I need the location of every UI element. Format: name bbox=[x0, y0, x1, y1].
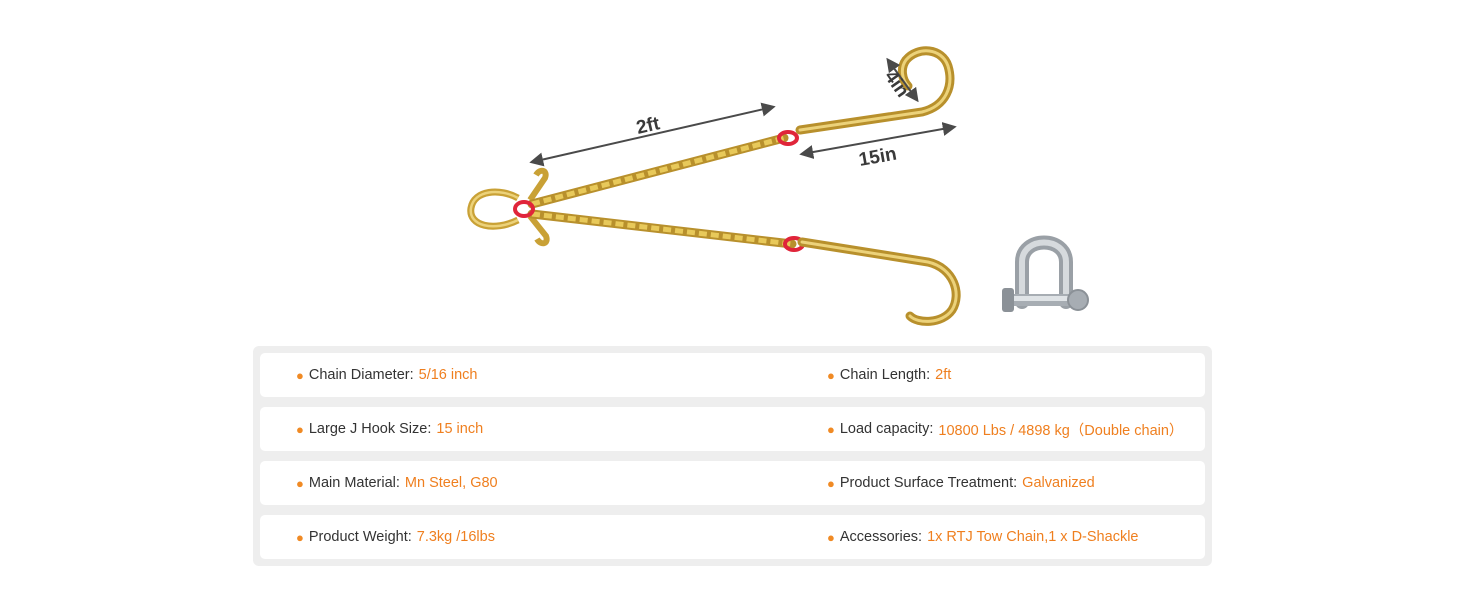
spec-label: Load capacity: bbox=[839, 421, 934, 437]
spec-product-weight: ● Product Weight: 7.3kg /16lbs bbox=[296, 515, 495, 559]
lower-j-hook bbox=[797, 237, 961, 326]
hook-opening-arrow bbox=[886, 57, 919, 103]
spec-value: Galvanized bbox=[1022, 475, 1095, 491]
spec-label: Product Surface Treatment: bbox=[839, 475, 1018, 491]
spec-chain-diameter: ● Chain Diameter: 5/16 inch bbox=[296, 353, 477, 397]
spec-label: Product Weight: bbox=[308, 529, 412, 545]
lower-chain bbox=[527, 209, 797, 249]
spec-value: 15 inch bbox=[436, 421, 484, 437]
chain-length-arrow bbox=[529, 102, 776, 167]
master-link bbox=[467, 188, 520, 230]
spec-value: 7.3kg /16lbs bbox=[416, 529, 495, 545]
chain-length-label: 2ft bbox=[634, 113, 662, 139]
spec-row: ● Product Weight: 7.3kg /16lbs ● Accesso… bbox=[260, 515, 1205, 559]
bullet-icon: ● bbox=[296, 367, 304, 383]
spec-value: Mn Steel, G80 bbox=[404, 475, 498, 491]
spec-chain-length: ● Chain Length: 2ft bbox=[827, 353, 951, 397]
spec-row: ● Main Material: Mn Steel, G80 ● Product… bbox=[260, 461, 1205, 505]
spec-main-material: ● Main Material: Mn Steel, G80 bbox=[296, 461, 498, 505]
spec-surface-treatment: ● Product Surface Treatment: Galvanized bbox=[827, 461, 1095, 505]
spec-value: 10800 Lbs / 4898 kg（Double chain） bbox=[938, 422, 1184, 439]
bullet-icon: ● bbox=[827, 475, 835, 491]
spec-accessories: ● Accessories: 1x RTJ Tow Chain,1 x D-Sh… bbox=[827, 515, 1138, 559]
spec-label: Large J Hook Size: bbox=[308, 421, 432, 437]
hook-length-label: 15in bbox=[857, 144, 898, 171]
hook-opening-label: 4in bbox=[880, 67, 913, 102]
d-shackle bbox=[1002, 235, 1089, 312]
product-illustration: 2ft 15in 4in bbox=[467, 46, 1089, 326]
spec-label: Chain Diameter: bbox=[308, 367, 414, 383]
specs-panel: ● Chain Diameter: 5/16 inch ● Chain Leng… bbox=[253, 346, 1212, 566]
spec-row: ● Large J Hook Size: 15 inch ● Load capa… bbox=[260, 407, 1205, 451]
bullet-icon: ● bbox=[827, 421, 835, 437]
upper-j-hook bbox=[795, 46, 955, 135]
hook-length-arrow bbox=[799, 122, 957, 159]
bullet-icon: ● bbox=[827, 529, 835, 545]
spec-label: Accessories: bbox=[839, 529, 923, 545]
grab-hooks bbox=[527, 167, 550, 247]
bullet-icon: ● bbox=[296, 475, 304, 491]
spec-row: ● Chain Diameter: 5/16 inch ● Chain Leng… bbox=[260, 353, 1205, 397]
bullet-icon: ● bbox=[296, 421, 304, 437]
spec-label: Main Material: bbox=[308, 475, 400, 491]
spec-value: 2ft bbox=[935, 367, 952, 383]
upper-chain bbox=[527, 133, 789, 209]
spec-label: Chain Length: bbox=[839, 367, 931, 383]
bullet-icon: ● bbox=[296, 529, 304, 545]
spec-load-capacity: ● Load capacity: 10800 Lbs / 4898 kg（Dou… bbox=[827, 407, 1183, 451]
spec-value: 1x RTJ Tow Chain,1 x D-Shackle bbox=[927, 529, 1139, 545]
bullet-icon: ● bbox=[827, 367, 835, 383]
spec-j-hook-size: ● Large J Hook Size: 15 inch bbox=[296, 407, 483, 451]
spec-value: 5/16 inch bbox=[418, 367, 478, 383]
